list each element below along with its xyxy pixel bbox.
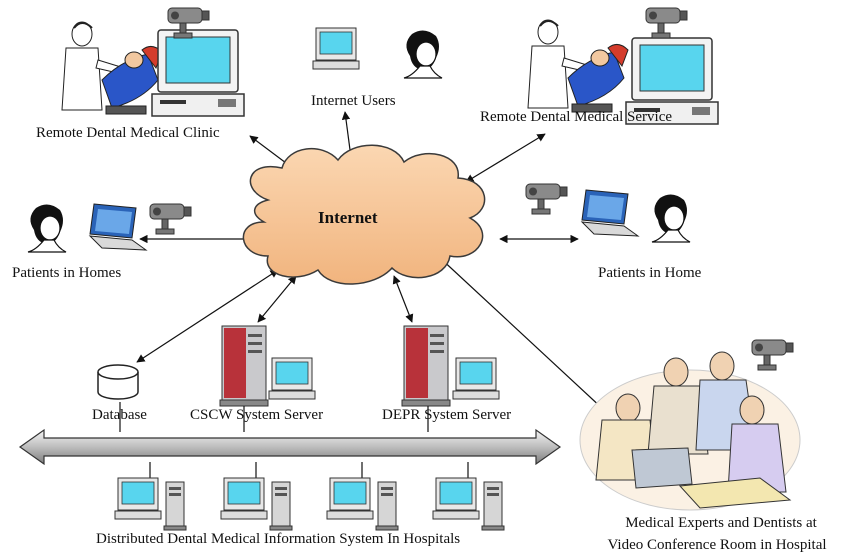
bus-links <box>119 402 469 480</box>
arrow-depr <box>392 275 414 323</box>
label-patients-home: Patients in Home <box>598 265 702 281</box>
database-icon <box>97 364 139 400</box>
arrow-database <box>136 269 279 363</box>
service-group <box>527 7 719 125</box>
label-experts-line1: Medical Experts and Dentists at <box>625 515 817 531</box>
users-group <box>312 27 443 79</box>
arrow-service <box>465 133 546 183</box>
internet-cloud <box>242 144 486 285</box>
cscw-server-icon <box>219 325 316 407</box>
label-patients-homes: Patients in Homes <box>12 265 122 281</box>
connection-arrows <box>136 111 605 411</box>
conference-scene <box>579 339 801 511</box>
patients-left-group <box>27 203 192 253</box>
label-internet: Internet <box>318 208 378 227</box>
patients-right-group <box>525 183 691 243</box>
label-clinic: Remote Dental Medical Clinic <box>36 125 220 141</box>
label-service: Remote Dental Medical Service <box>480 109 673 125</box>
network-bus <box>18 428 562 466</box>
label-distributed: Distributed Dental Medical Information S… <box>96 531 461 547</box>
hospital-workstations <box>114 477 505 531</box>
label-internet-users: Internet Users <box>311 93 396 109</box>
label-depr: DEPR System Server <box>382 407 512 423</box>
label-experts-line2: Video Conference Room in Hospital <box>607 537 827 553</box>
clinic-group <box>61 7 245 117</box>
label-cscw: CSCW System Server <box>190 407 324 423</box>
arrow-cscw <box>257 275 297 323</box>
arrow-conference <box>437 255 605 411</box>
label-database: Database <box>92 407 147 423</box>
depr-server-icon <box>401 325 500 407</box>
